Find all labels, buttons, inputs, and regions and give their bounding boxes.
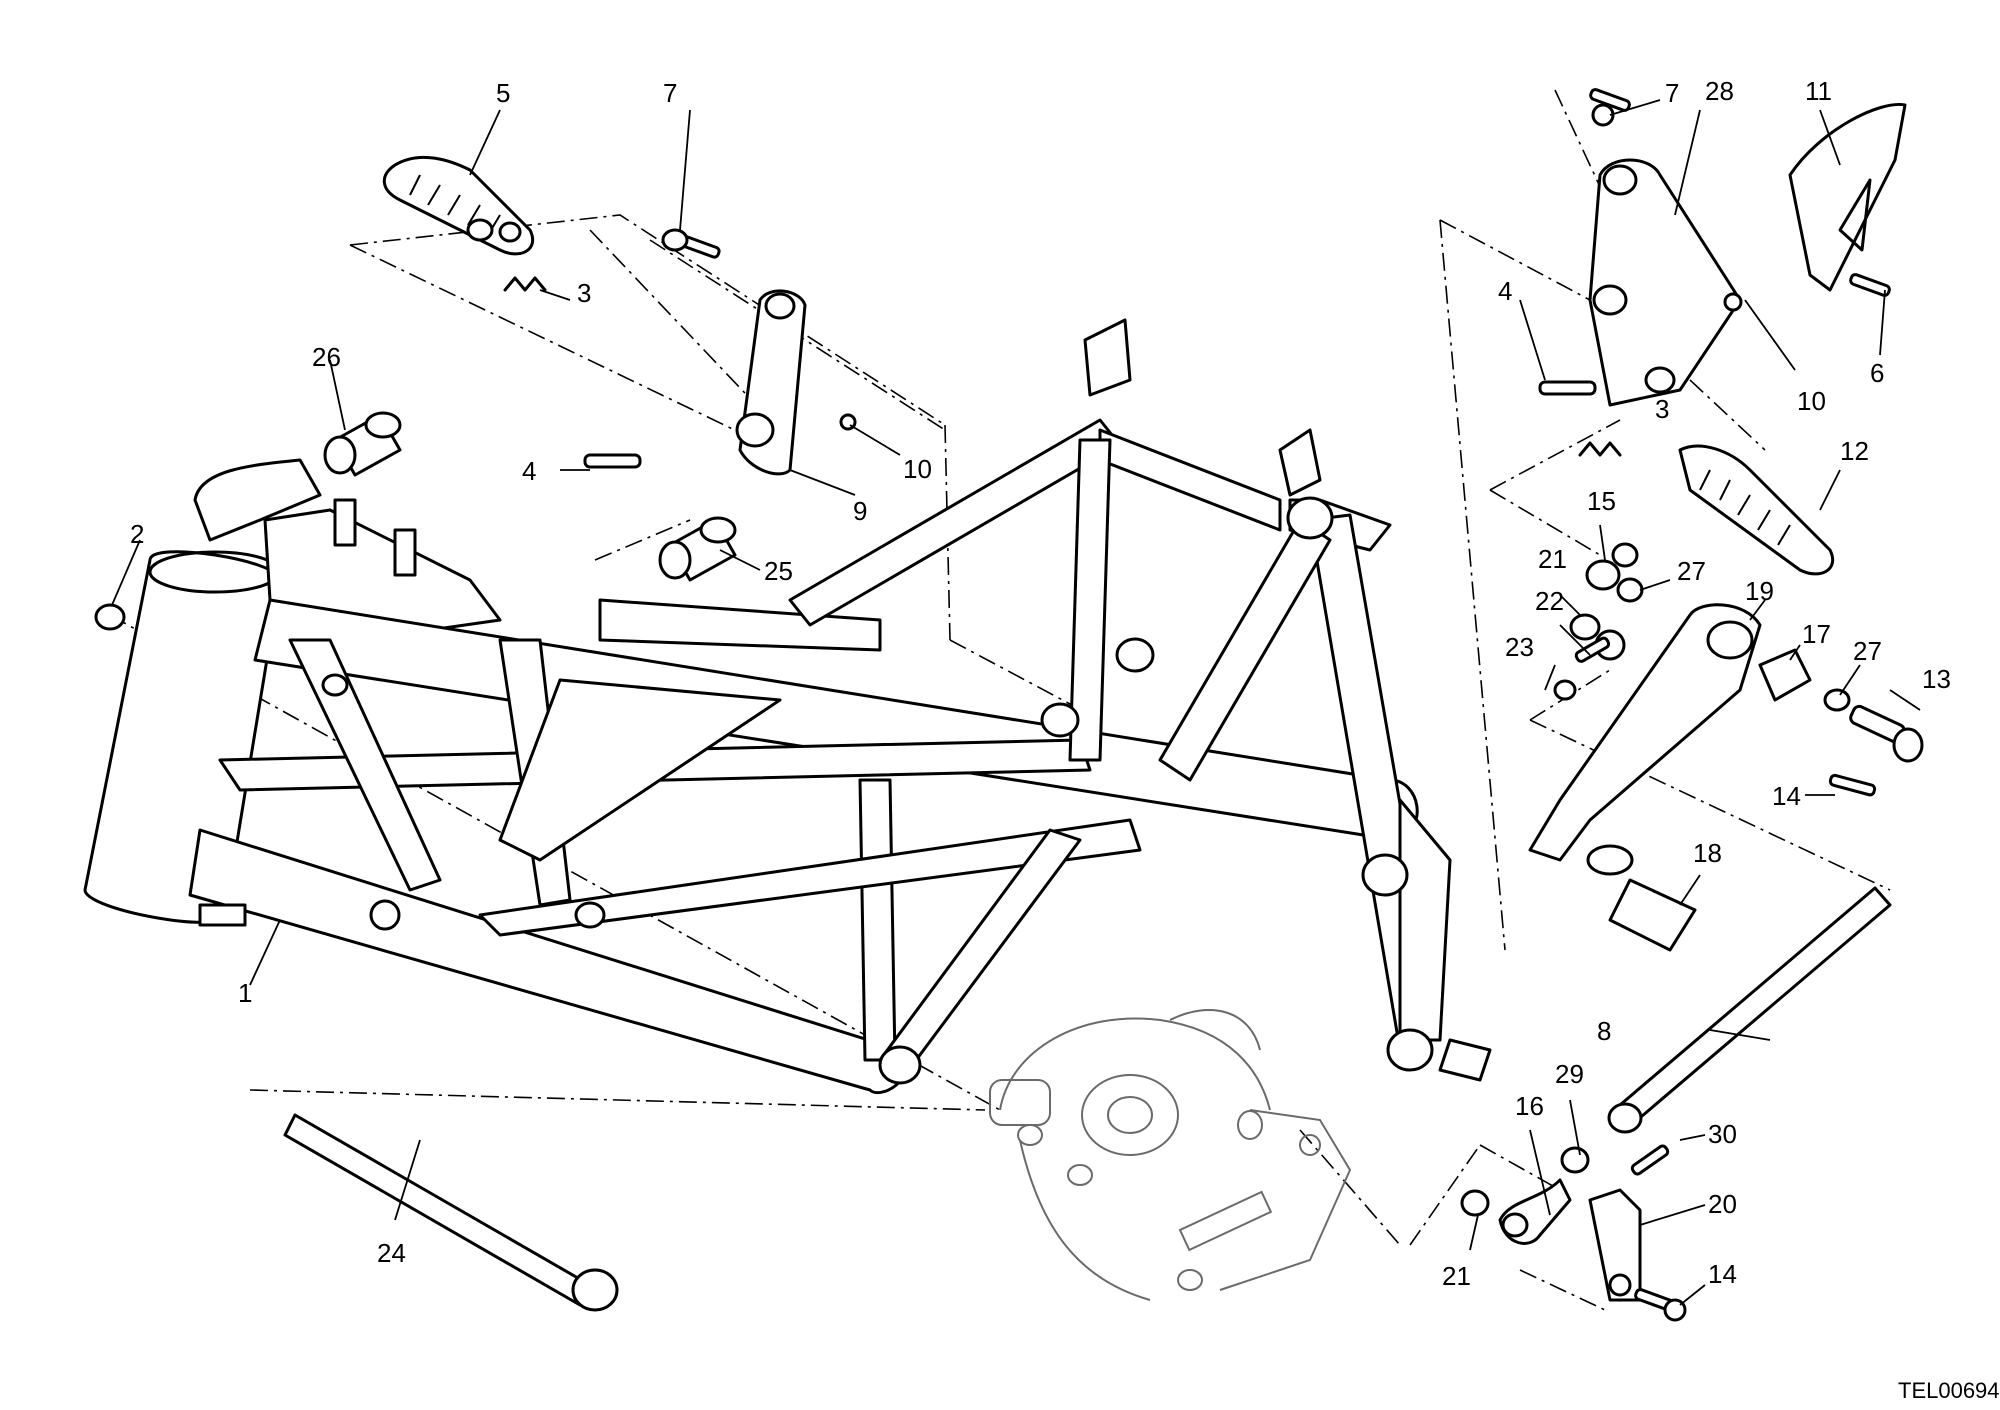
engine-cover-outline [989,1009,1352,1301]
callout-27: 27 [1677,556,1706,586]
callout-labels: 1 2 3 4 5 7 9 10 24 25 26 7 28 11 4 6 10… [130,76,1951,1291]
callout-13: 13 [1922,664,1951,694]
callout-10b: 10 [1797,386,1826,416]
callout-8: 8 [1597,1016,1611,1046]
callout-20: 20 [1708,1189,1737,1219]
callout-18: 18 [1693,838,1722,868]
callout-26: 26 [312,342,341,372]
callout-4: 4 [522,456,536,486]
callout-24: 24 [377,1238,406,1268]
callout-12: 12 [1840,436,1869,466]
callout-17: 17 [1802,619,1831,649]
callout-11: 11 [1805,76,1832,106]
callout-6: 6 [1870,358,1884,388]
drawing-reference-code: TEL00694 [1898,1378,2000,1403]
callout-23: 23 [1505,632,1534,662]
callout-16: 16 [1515,1091,1544,1121]
callout-10: 10 [903,454,932,484]
callout-leaders [111,99,1921,1306]
callout-14b: 14 [1708,1259,1737,1289]
frame-main-structure [83,318,1492,1095]
callout-3: 3 [577,278,591,308]
callout-30: 30 [1708,1119,1737,1149]
right-footpeg-assembly [283,88,1924,1322]
callout-7: 7 [663,78,677,108]
callout-14: 14 [1772,781,1801,811]
callout-3b: 3 [1655,394,1669,424]
callout-1: 1 [238,978,252,1008]
callout-22: 22 [1535,586,1564,616]
callout-29: 29 [1555,1059,1584,1089]
callout-21b: 21 [1442,1261,1471,1291]
callout-25: 25 [764,556,793,586]
callout-21: 21 [1538,544,1567,574]
callout-28: 28 [1705,76,1734,106]
callout-2: 2 [130,519,144,549]
callout-4b: 4 [1498,276,1512,306]
footpeg-ribbing [409,174,501,236]
right-footpeg-ribbing [1699,469,1791,546]
callout-19: 19 [1745,576,1774,606]
callout-9: 9 [853,496,867,526]
callout-7b: 7 [1665,78,1679,108]
callout-15: 15 [1587,486,1616,516]
callout-5: 5 [496,78,510,108]
callout-27b: 27 [1853,636,1882,666]
